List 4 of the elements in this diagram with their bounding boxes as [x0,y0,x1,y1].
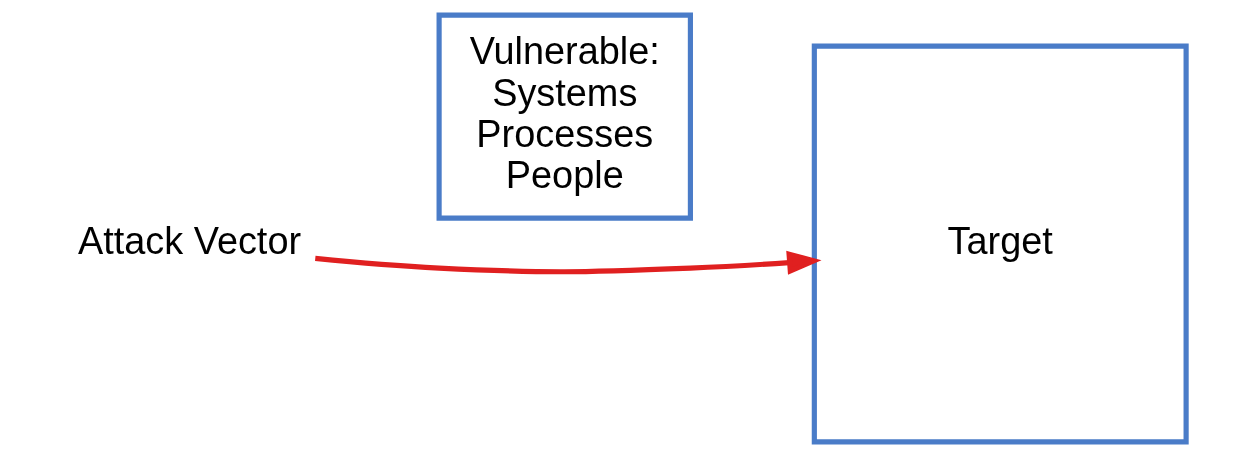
node-box: Vulnerable: Systems Processes People [436,12,693,221]
node-text: Attack Vector [77,219,301,262]
arrow [314,250,822,275]
node-box: Target [811,43,1189,445]
